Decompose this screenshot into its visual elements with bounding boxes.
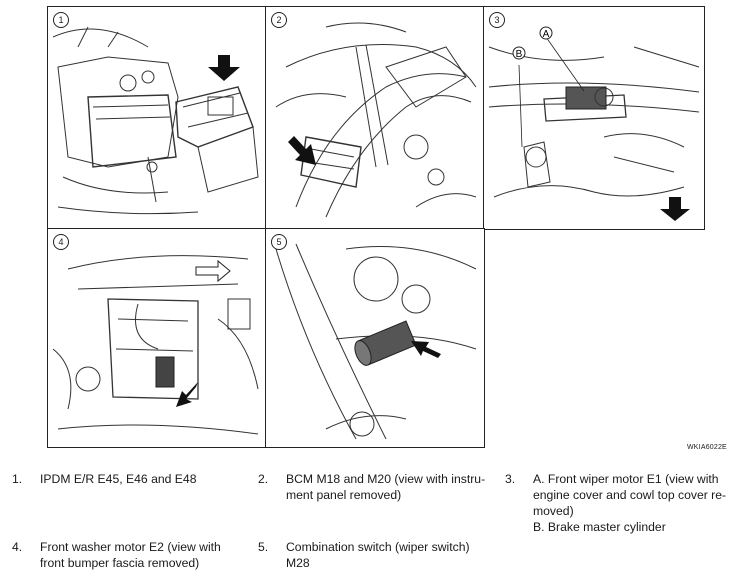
panel-washer-motor: 4 (47, 228, 267, 448)
washer-motor-illustration (52, 255, 259, 435)
panel-ipdm: 1 (47, 6, 267, 230)
legend-text: Combination switch (wiper switch) M28 (286, 540, 470, 570)
component-location-figure: 1 2 (47, 6, 727, 451)
panel-number: 4 (53, 234, 69, 250)
legend-number: 2. (258, 472, 269, 486)
panel-number: 2 (271, 12, 287, 28)
arrow-outline-icon (195, 259, 231, 283)
callout-b (512, 46, 526, 60)
callout-a-label: A (543, 29, 550, 40)
arrow-icon (176, 382, 198, 407)
arrow-icon (660, 197, 690, 221)
arrow-icon (208, 55, 240, 81)
legend-number: 3. (505, 472, 516, 486)
arrow-icon (411, 341, 441, 358)
panel-wiper-motor: A B 3 (483, 6, 705, 230)
legend-number: 1. (12, 472, 23, 486)
panel-number: 3 (489, 12, 505, 28)
combination-switch-illustration (275, 243, 477, 440)
legend-text: IPDM E/R E45, E46 and E48 (40, 472, 197, 486)
callout-a (539, 26, 553, 40)
legend-text: Front washer motor E2 (view with front b… (40, 540, 221, 570)
legend-text: BCM M18 and M20 (view with instru- ment … (286, 472, 486, 502)
panel-number: 5 (271, 234, 287, 250)
panel-combination-switch: 5 (265, 228, 485, 448)
legend-number: 4. (12, 540, 23, 554)
figure-code: WKIA6022E (687, 444, 727, 451)
bcm-illustration (275, 22, 477, 218)
switch-lever (354, 320, 417, 366)
ipdm-illustration (52, 26, 259, 215)
panel-number: 1 (53, 12, 69, 28)
arrow-icon (288, 136, 316, 165)
callout-b-label: B (516, 49, 523, 60)
legend-text: A. Front wiper motor E1 (view with engin… (533, 472, 727, 534)
panel-bcm: 2 (265, 6, 485, 230)
wiper-motor-illustration: A B (488, 26, 700, 221)
legend-number: 5. (258, 540, 269, 554)
